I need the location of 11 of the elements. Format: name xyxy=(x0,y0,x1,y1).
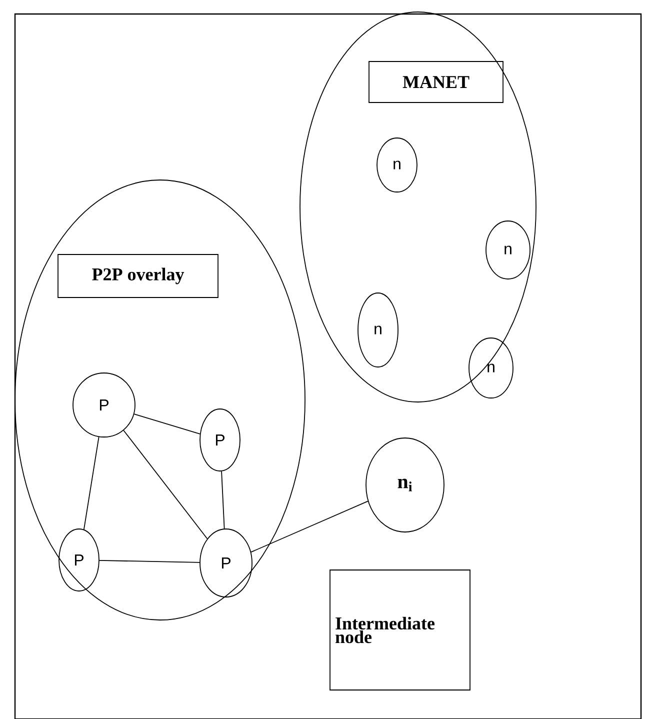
connector-line xyxy=(123,430,208,540)
connector-line xyxy=(99,560,200,563)
network-ellipse xyxy=(300,12,536,402)
title-box: MANET xyxy=(368,61,504,103)
connector-line xyxy=(83,436,100,530)
connector-line xyxy=(134,414,200,434)
network-ellipse xyxy=(14,180,306,620)
title-box: P2P overlay xyxy=(58,254,218,298)
caption-box: Intermediate node xyxy=(330,570,470,690)
connector-line xyxy=(221,470,225,530)
connector-line xyxy=(250,500,368,553)
